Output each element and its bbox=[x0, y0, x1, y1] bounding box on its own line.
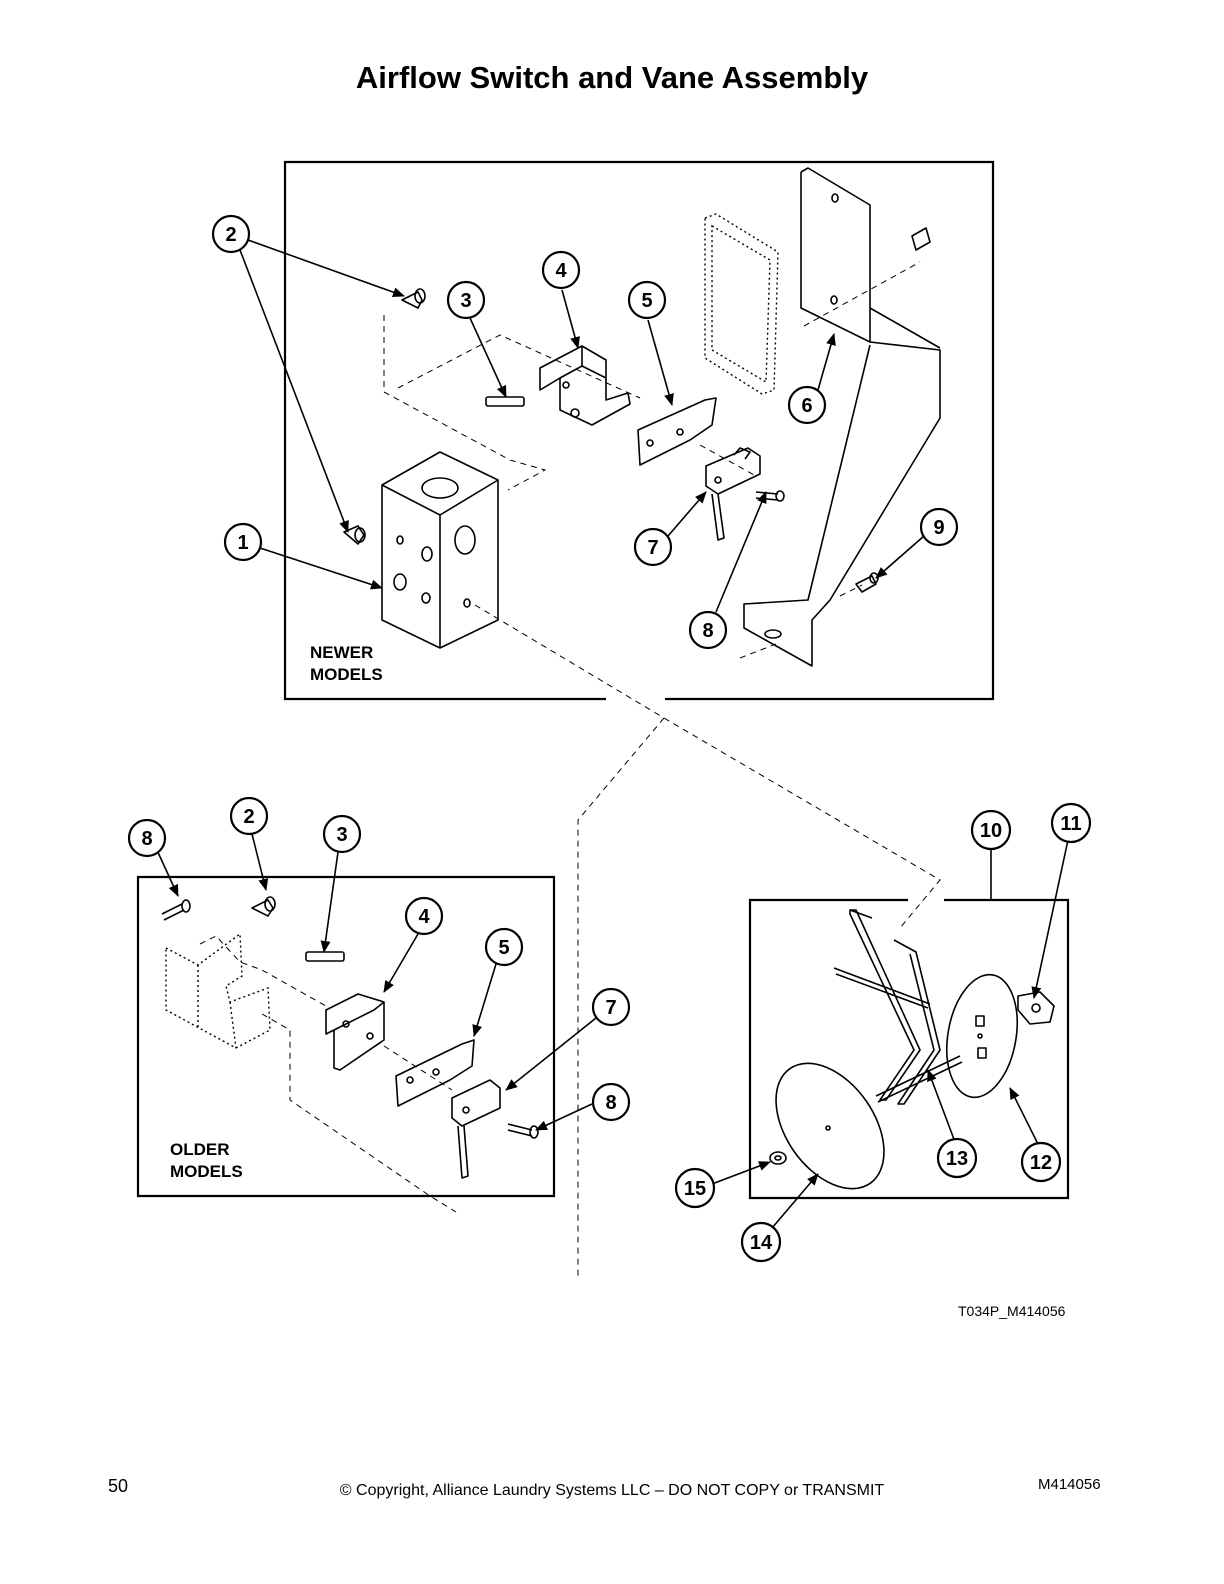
callout-8-older-bottom: 8 bbox=[591, 1082, 631, 1122]
svg-text:14: 14 bbox=[750, 1232, 773, 1254]
svg-text:8: 8 bbox=[702, 620, 713, 642]
newer-models-label-line1: NEWER bbox=[310, 643, 373, 662]
copyright-notice: © Copyright, Alliance Laundry Systems LL… bbox=[339, 1482, 885, 1499]
small-screw-top bbox=[911, 227, 931, 251]
older-screw-part-8 bbox=[161, 899, 191, 921]
gasket-outline bbox=[704, 213, 779, 395]
callout-8-newer: 8 bbox=[688, 610, 728, 650]
callout-10: 10 bbox=[970, 809, 1012, 851]
callout-2-older: 2 bbox=[229, 796, 269, 836]
figure-code: T034P_M414056 bbox=[958, 1303, 1066, 1319]
callout-6-newer: 6 bbox=[787, 385, 827, 425]
callout-5-newer: 5 bbox=[627, 280, 667, 320]
switch-housing-part-1 bbox=[381, 451, 499, 649]
svg-text:5: 5 bbox=[498, 937, 509, 959]
callout-7-newer: 7 bbox=[633, 527, 673, 567]
callout-4-newer: 4 bbox=[541, 250, 581, 290]
callout-2-newer: 2 bbox=[211, 214, 251, 254]
vane-arm-part-6 bbox=[743, 167, 941, 667]
older-nut-plate-part-3 bbox=[305, 951, 345, 962]
svg-text:9: 9 bbox=[933, 517, 944, 539]
callout-9-newer: 9 bbox=[919, 507, 959, 547]
older-insulator-part-5 bbox=[395, 1039, 475, 1107]
svg-text:15: 15 bbox=[684, 1178, 706, 1200]
svg-text:12: 12 bbox=[1030, 1152, 1052, 1174]
callout-14: 14 bbox=[740, 1221, 782, 1263]
older-switch-screw-part-8 bbox=[507, 1123, 539, 1139]
newer-models-panel: NEWER MODELS bbox=[211, 160, 995, 719]
page-title: Airflow Switch and Vane Assembly bbox=[355, 60, 869, 95]
callout-8-older-top: 8 bbox=[127, 818, 167, 858]
callout-1-newer: 1 bbox=[223, 522, 263, 562]
callout-5-older: 5 bbox=[484, 927, 524, 967]
svg-text:3: 3 bbox=[460, 290, 471, 312]
svg-text:7: 7 bbox=[605, 997, 616, 1019]
svg-text:3: 3 bbox=[336, 824, 347, 846]
insulator-part-5 bbox=[637, 397, 717, 466]
switch-bracket-part-4 bbox=[539, 345, 631, 426]
vane-assembly-panel: 10 11 13 12 15 14 bbox=[674, 802, 1092, 1263]
callout-3-newer: 3 bbox=[446, 280, 486, 320]
wire-frame-part-13 bbox=[833, 909, 963, 1105]
document-code: M414056 bbox=[1038, 1476, 1101, 1493]
micro-switch-part-7 bbox=[705, 447, 761, 541]
older-bracket-part-4 bbox=[325, 993, 385, 1071]
older-screw-part-2 bbox=[251, 896, 276, 917]
connection-line-vane bbox=[663, 717, 941, 929]
callout-3-older: 3 bbox=[322, 814, 362, 854]
screw-part-9 bbox=[855, 572, 879, 593]
callout-7-older: 7 bbox=[591, 987, 631, 1027]
connection-line-older bbox=[577, 717, 665, 1276]
callout-13: 13 bbox=[936, 1137, 978, 1179]
clip-part-11 bbox=[1017, 991, 1055, 1025]
older-micro-switch-part-7 bbox=[451, 1079, 501, 1179]
older-housing-outline bbox=[165, 932, 271, 1049]
screw-part-2-upper bbox=[401, 288, 426, 309]
older-models-label-line1: OLDER bbox=[170, 1140, 230, 1159]
callout-15: 15 bbox=[674, 1167, 716, 1209]
svg-text:2: 2 bbox=[225, 224, 236, 246]
vane-disk-part-14 bbox=[775, 1062, 885, 1190]
switch-screw-part-8 bbox=[755, 490, 785, 502]
svg-text:4: 4 bbox=[418, 906, 430, 928]
svg-text:8: 8 bbox=[141, 828, 152, 850]
svg-text:4: 4 bbox=[555, 260, 567, 282]
svg-text:13: 13 bbox=[946, 1148, 968, 1170]
svg-text:10: 10 bbox=[980, 820, 1002, 842]
svg-text:1: 1 bbox=[237, 532, 248, 554]
svg-text:2: 2 bbox=[243, 806, 254, 828]
washer-part-15 bbox=[769, 1151, 787, 1165]
newer-models-label-line2: MODELS bbox=[310, 665, 383, 684]
callout-12: 12 bbox=[1020, 1141, 1062, 1183]
callout-4-older: 4 bbox=[404, 896, 444, 936]
svg-text:8: 8 bbox=[605, 1092, 616, 1114]
page-number: 50 bbox=[108, 1476, 129, 1496]
callout-11: 11 bbox=[1050, 802, 1092, 844]
nut-plate-part-3 bbox=[485, 396, 525, 407]
svg-text:11: 11 bbox=[1060, 813, 1081, 835]
vane-plate-part-12 bbox=[946, 973, 1018, 1099]
svg-text:7: 7 bbox=[647, 537, 658, 559]
older-models-panel: OLDER MODELS bbox=[127, 796, 631, 1213]
older-models-label-line2: MODELS bbox=[170, 1162, 243, 1181]
screw-part-2-lower bbox=[343, 525, 366, 545]
svg-text:6: 6 bbox=[801, 395, 812, 417]
svg-text:5: 5 bbox=[641, 290, 652, 312]
